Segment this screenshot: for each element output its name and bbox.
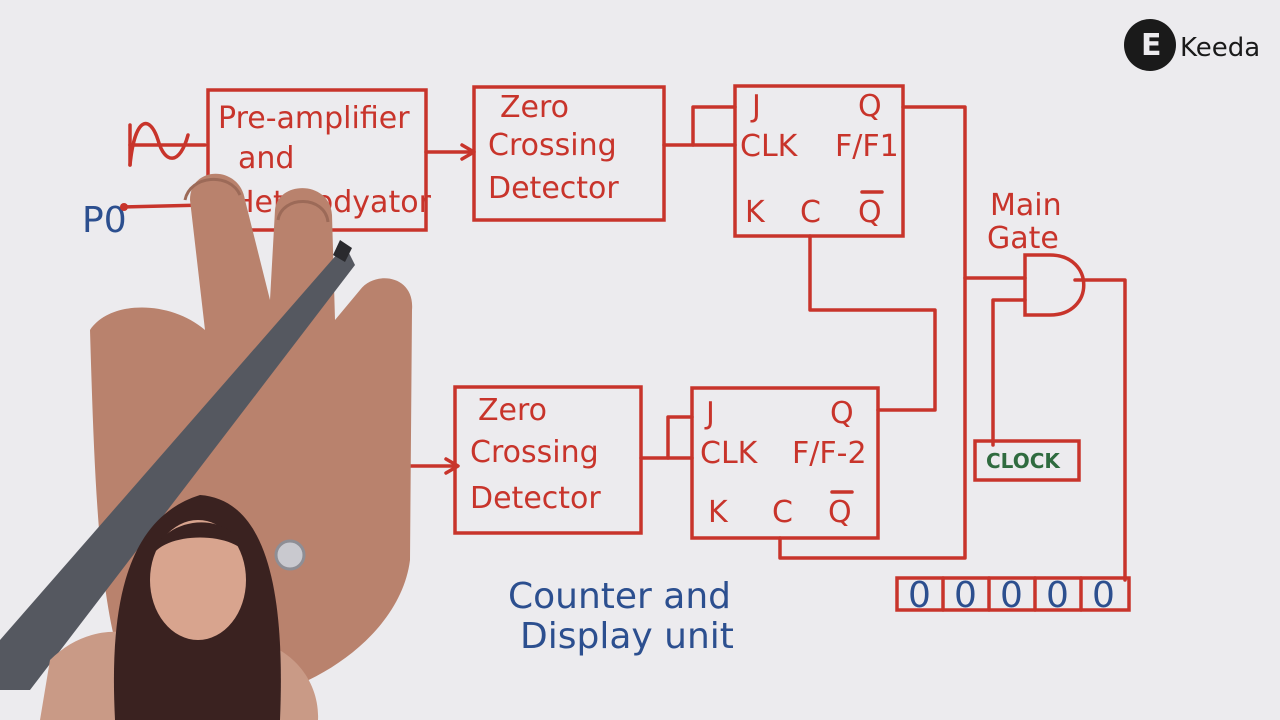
zcd1-line-2: Crossing	[488, 128, 617, 163]
wire-zcd2-to-ff2-j	[639, 415, 694, 460]
ff1-j-label: J	[750, 89, 761, 124]
ff1-name-label: F/F1	[835, 129, 899, 164]
display-digit: 0	[1000, 575, 1023, 616]
ff1-clk-label: CLK	[740, 129, 799, 164]
logo-text: Keeda	[1180, 33, 1260, 63]
footer-line-1: Counter and	[508, 576, 731, 617]
ff2-k-label: K	[708, 495, 729, 530]
zero-crossing-detector-2	[453, 385, 643, 535]
ring-icon	[274, 539, 306, 571]
ff2-name-label: F/F-2	[792, 436, 867, 471]
wire-clock-to-gate	[991, 298, 1027, 447]
pen-body	[0, 245, 355, 690]
flip-flop-2	[690, 386, 880, 540]
wire-zcd1-to-ff1-j	[662, 105, 737, 147]
ff2-qbar-label: Q	[828, 495, 852, 530]
preamp-line-2: and	[238, 141, 294, 176]
counter-display: 0 0 0 0 0	[895, 575, 1131, 616]
main-gate-label-1: Main	[990, 188, 1062, 223]
flip-flop-1	[733, 84, 905, 238]
zcd1-line-3: Detector	[488, 171, 619, 206]
ff2-clk-label: CLK	[700, 436, 759, 471]
wire-ff1-q-rail	[778, 105, 967, 560]
display-digit: 0	[1046, 575, 1069, 616]
wire-ff1-c-to-ff2-q	[808, 234, 937, 412]
zero-crossing-detector-1	[472, 85, 666, 222]
presenter-video-inset	[40, 495, 319, 720]
logo-mark-icon	[1124, 19, 1176, 71]
svg-text:E: E	[1141, 28, 1162, 63]
ff2-c-label: C	[772, 495, 793, 530]
footer-line-2: Display unit	[520, 616, 734, 657]
marker-pen	[0, 240, 355, 690]
preamp-line-1: Pre-amplifier	[218, 101, 410, 136]
main-gate-label-2: Gate	[987, 221, 1059, 256]
display-digit: 0	[954, 575, 977, 616]
ff2-q-label: Q	[830, 396, 854, 431]
ff1-q-label: Q	[858, 89, 882, 124]
display-digit: 0	[1092, 575, 1115, 616]
clock-label: CLOCK	[986, 449, 1061, 473]
pen-tip-icon	[333, 240, 352, 262]
wire-gate-to-display	[1073, 278, 1127, 582]
zcd2-line-3: Detector	[470, 481, 601, 516]
and-gate-icon	[1023, 253, 1086, 317]
ff1-c-label: C	[800, 195, 821, 230]
display-digit: 0	[908, 575, 931, 616]
ff1-qbar-label: Q	[858, 195, 882, 230]
zcd1-line-1: Zero	[500, 90, 569, 125]
ff1-k-label: K	[745, 195, 766, 230]
arrow-head-icon	[444, 457, 460, 475]
zcd2-line-2: Crossing	[470, 435, 599, 470]
zcd2-line-1: Zero	[478, 393, 547, 428]
sine-wave-icon	[128, 121, 190, 167]
clock-block	[973, 439, 1081, 482]
input-label-p0: P0	[82, 200, 127, 241]
ekeeda-logo: E Keeda	[1124, 19, 1260, 71]
presenter-face	[150, 520, 246, 640]
ff2-j-label: J	[704, 396, 715, 431]
